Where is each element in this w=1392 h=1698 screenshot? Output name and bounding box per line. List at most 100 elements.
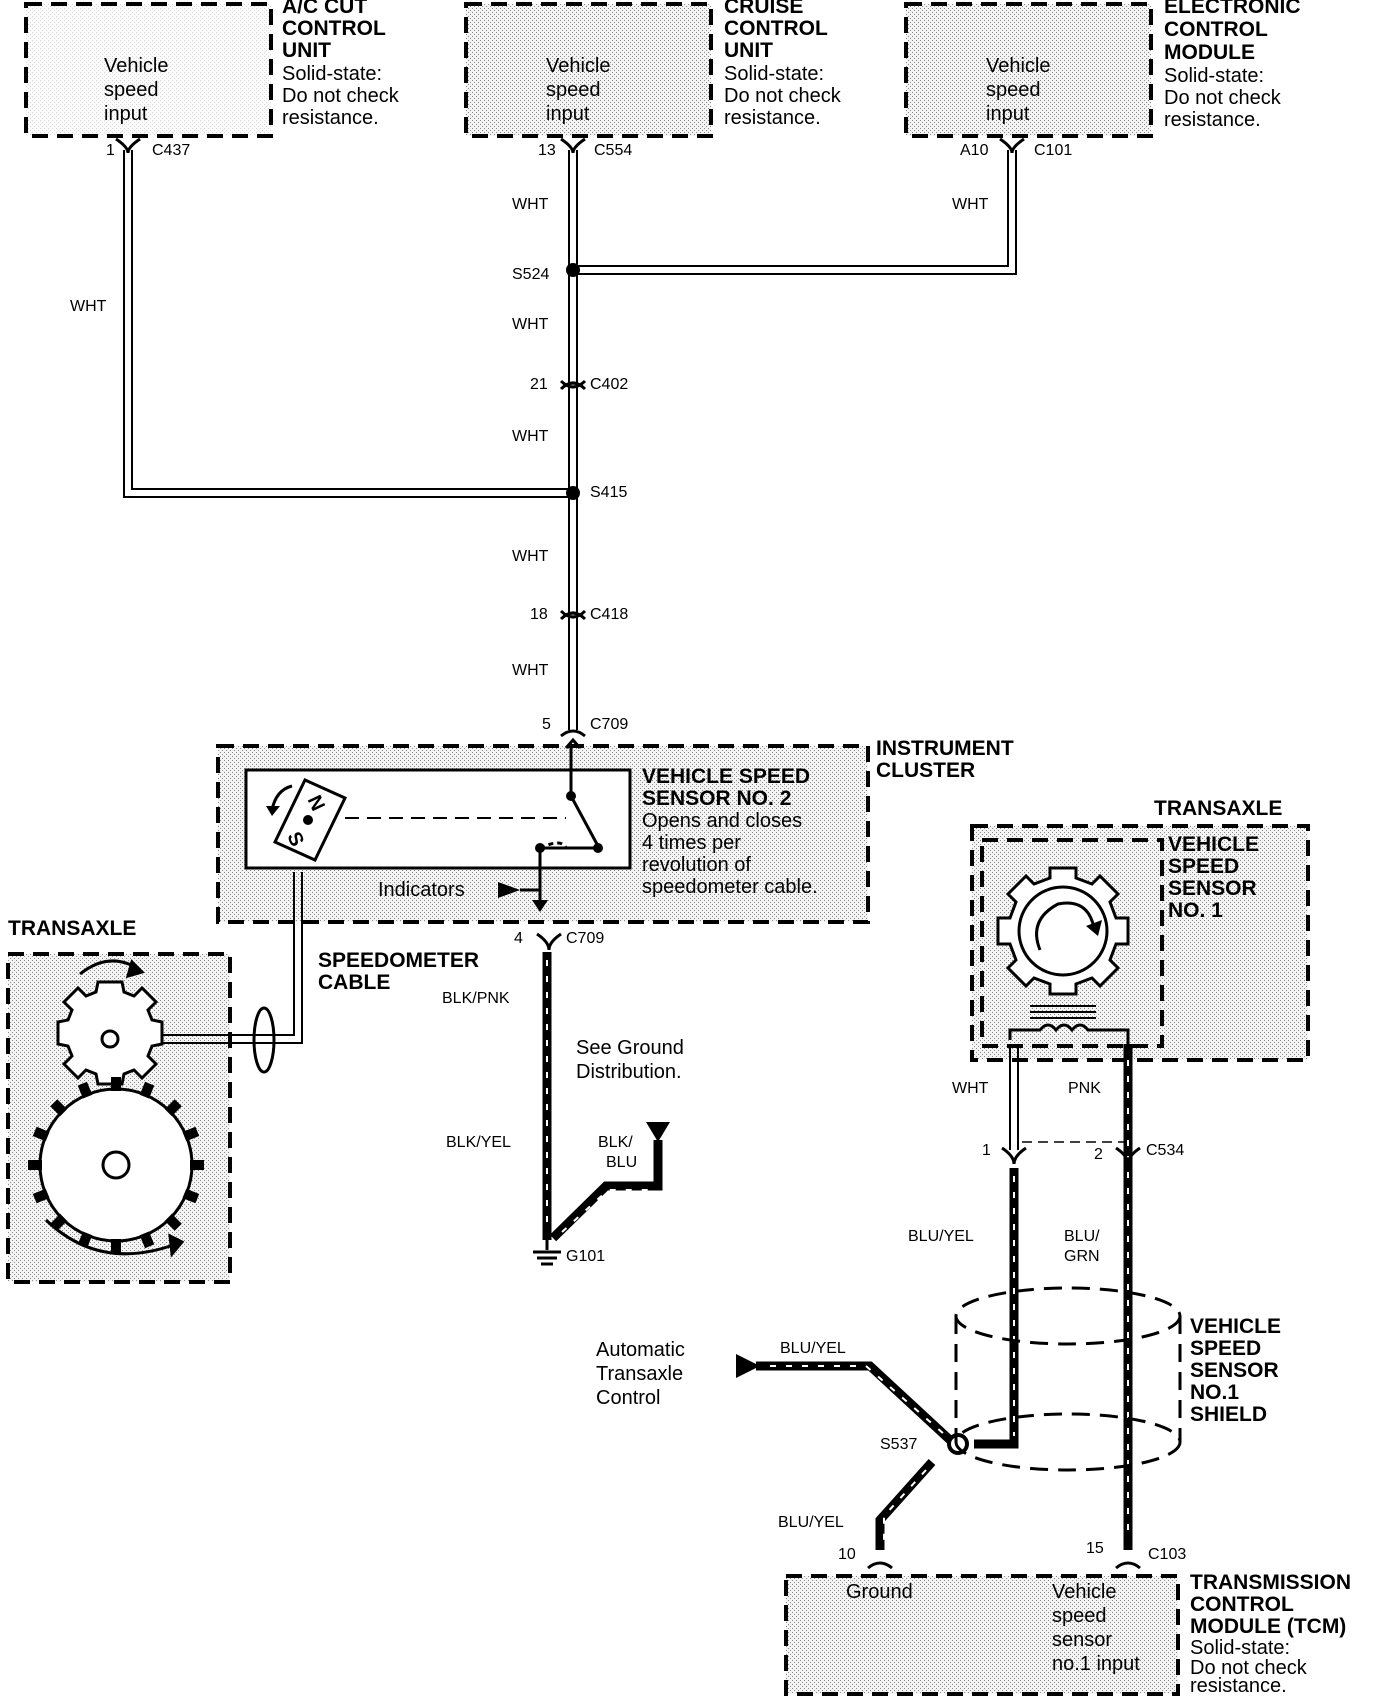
transaxle-left-box [6,952,232,1284]
wire-label-blu-yel-3: BLU/YEL [778,1514,844,1531]
c101-pin: A10 [960,142,989,159]
s415-label: S415 [590,484,628,501]
tcm-vss-label-2: speed [1052,1605,1107,1627]
small-gear [56,980,164,1086]
vss1-title-3: SENSOR [1168,877,1257,900]
cruise-pin-label-2: speed [546,79,601,101]
cruise-unit-box [464,2,713,138]
wire-label-pnk: PNK [1068,1080,1101,1097]
c554-fork [560,137,586,154]
wire-label-wht-5: WHT [512,428,549,445]
tcm-title-2: CONTROL [1190,1593,1294,1616]
vss2-desc-1: Opens and closes [642,810,803,832]
c709-top-fork [560,729,586,749]
ac-cut-pin-label-3: input [104,103,148,125]
indicators-label: Indicators [378,879,465,901]
vss1-shield-2: SPEED [1190,1337,1262,1360]
wire-ecm [574,150,1017,275]
c534-pin2-fork [1115,1146,1141,1165]
g101-label: G101 [566,1248,606,1265]
cruise-pin-label-3: input [546,103,590,125]
c418-fork [559,609,587,621]
ac-cut-pin-label-2: speed [104,79,159,101]
wire-label-blk-blu-2: BLU [606,1154,638,1171]
wire-label-blk-blu-1: BLK/ [598,1134,633,1151]
ac-cut-title-1: A/C CUT [282,0,368,18]
vss1-box [980,838,1164,1048]
ac-cut-note-1: Solid-state: [282,63,383,85]
tcm-title-3: MODULE (TCM) [1190,1615,1347,1638]
tcm-fill [786,1576,1178,1694]
gear-tooth [182,1188,200,1204]
cruise-note-3: resistance. [724,107,821,129]
cable-rotation-arrow [252,1006,276,1074]
gear-tooth [50,1099,68,1117]
c103-pin-15: 15 [1086,1540,1104,1557]
ac-cut-unit-box [24,2,273,138]
gear-tooth [50,1213,68,1231]
ac-cut-title-3: UNIT [282,39,331,62]
wire-label-blu-yel-1: BLU/YEL [908,1228,974,1245]
c437-pin: 1 [106,142,115,159]
c103-label: C103 [1148,1546,1187,1563]
wire-label-blk-pnk: BLK/PNK [442,990,510,1007]
vss2-desc-4: speedometer cable. [642,876,818,898]
vss1-shield [954,1286,1182,1472]
speedometer-cable-b [110,872,303,1044]
c402-label: C402 [590,376,629,393]
cruise-title-3: UNIT [724,39,773,62]
vss2-switch-arm [569,795,600,847]
wire-label-wht-6: WHT [512,548,549,565]
c101-fork [999,137,1025,154]
tcm-vss-label-1: Vehicle [1052,1581,1117,1603]
cruise-pin-label-1: Vehicle [546,55,611,77]
ecm-title-2: CONTROL [1164,18,1268,41]
speedometer-cable-a [110,872,295,1036]
c534-pin-1: 1 [982,1142,991,1159]
ac-cut-note-3: resistance. [282,107,379,129]
vss1-shield-5: SHIELD [1190,1403,1268,1426]
ground-note-2: Distribution. [576,1061,682,1083]
instrument-cluster-title-2: CLUSTER [876,759,976,782]
wire-tcm-ground [875,1458,936,1550]
splice-s537 [947,1433,969,1455]
s524-label: S524 [512,266,550,283]
atc-arrow [736,1354,760,1378]
wire-blk-blu [549,1140,663,1242]
c709-top-pin: 5 [542,716,551,733]
gear-tooth [182,1126,200,1142]
cruise-title-2: CONTROL [724,17,828,40]
wire-label-wht-1: WHT [512,196,549,213]
c534-label: C534 [1146,1142,1185,1159]
ecm-title-3: MODULE [1164,41,1255,64]
vss2-title-1: VEHICLE SPEED [642,765,811,788]
ecm-pin-label-1: Vehicle [986,55,1051,77]
vss2-magnet [266,778,348,862]
wire-label-wht-8: WHT [952,1080,989,1097]
splice-s415 [566,486,580,500]
ecm-fill [906,4,1151,136]
vss1-title-1: VEHICLE [1168,833,1260,856]
tcm-vss-label-3: sensor [1052,1629,1113,1651]
vss1-shield-3: SENSOR [1190,1359,1279,1382]
tcm-ground-label: Ground [846,1581,913,1603]
c709-top-label: C709 [590,716,629,733]
c103-pin15-fork [1115,1561,1141,1570]
gear-tooth [32,1126,50,1142]
rotation-arrow-large [44,1218,177,1256]
c437-fork [115,137,141,154]
gear-tooth [139,1081,155,1099]
wire-ac-cut-inner [131,150,568,490]
indicators-arrow [498,882,520,898]
wire-ecm-inner [574,150,1009,267]
cruise-note-1: Solid-state: [724,63,825,85]
transaxle-right-box [970,824,1310,1062]
cruise-unit-fill [466,4,711,136]
blk-blu-arrow [646,1122,670,1142]
c709-bottom-label: C709 [566,930,605,947]
wire-label-blu-yel-2: BLU/YEL [780,1340,846,1357]
ac-cut-unit-fill [26,4,271,136]
c534-pin-2: 2 [1094,1146,1103,1163]
wire-atc [756,1361,954,1444]
